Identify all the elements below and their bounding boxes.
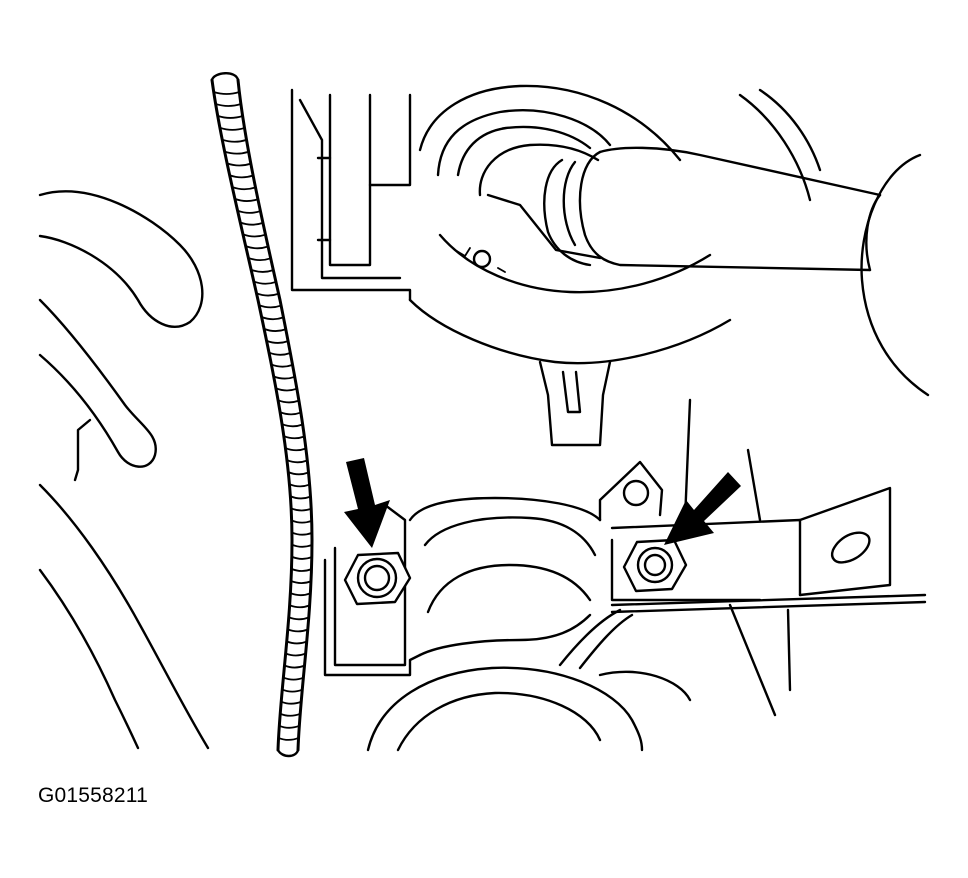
loom-rib: [288, 604, 311, 609]
loom-rib: [286, 459, 309, 464]
left-bolt: [343, 551, 412, 606]
loom-rib: [275, 387, 298, 392]
loom-rib: [279, 411, 302, 416]
loom-rib: [265, 339, 290, 344]
loom-rib: [291, 543, 313, 548]
loom-rib: [289, 592, 312, 597]
loom-rib: [233, 197, 259, 202]
loom-rib: [277, 737, 300, 741]
loom-rib: [280, 700, 303, 705]
loom-rib: [278, 724, 301, 729]
mounting-bracket: [323, 398, 927, 717]
loom-rib: [287, 471, 310, 476]
loom-rib: [214, 103, 242, 107]
loom-rib: [258, 304, 283, 309]
arrow-down-pointer-icon: [344, 458, 390, 548]
column-housing: [290, 84, 822, 447]
loom-rib: [255, 292, 280, 297]
loom-rib: [283, 664, 306, 669]
left-hose-contours: [38, 190, 210, 750]
loom-rib: [228, 174, 255, 179]
loom-rib: [270, 363, 294, 368]
loom-rib: [216, 114, 244, 119]
loom-rib: [236, 209, 262, 214]
loom-rib: [290, 580, 312, 584]
loom-rib: [287, 616, 310, 621]
loom-rib: [239, 221, 264, 226]
loom-rib: [290, 519, 313, 524]
loom-rib: [268, 351, 292, 356]
loom-rib: [290, 507, 313, 512]
loom-rib: [284, 447, 307, 452]
loom-rib: [260, 316, 285, 321]
loom-rib: [219, 126, 246, 131]
loom-rib: [288, 483, 311, 488]
loom-rib: [252, 280, 277, 285]
loom-rib: [282, 676, 305, 681]
loom-rib: [212, 91, 241, 95]
loom-rib: [281, 688, 304, 693]
lower-round-component: [366, 666, 692, 752]
loom-rib: [286, 628, 309, 633]
loom-rib: [282, 435, 306, 440]
loom-rib: [221, 138, 248, 143]
loom-rib: [223, 150, 250, 155]
loom-rib: [281, 423, 304, 428]
right-bolt: [622, 538, 688, 593]
loom-rib: [247, 257, 272, 262]
loom-rib: [277, 399, 300, 404]
loom-rib: [231, 186, 257, 191]
loom-ribs: [212, 91, 313, 741]
corrugated-wire-loom: [210, 72, 314, 758]
figure-id-label: G01558211: [38, 784, 149, 807]
steering-shaft: [543, 146, 930, 397]
loom-rib: [272, 375, 296, 380]
loom-rib: [284, 652, 307, 657]
loom-rib: [285, 640, 308, 645]
loom-rib: [226, 162, 252, 167]
loom-rib: [263, 327, 287, 332]
loom-rib: [250, 268, 275, 273]
loom-rib: [289, 495, 312, 500]
loom-rib: [290, 555, 313, 560]
arrow-down-left-pointer-icon: [664, 472, 741, 545]
loom-rib: [290, 567, 313, 572]
loom-rib: [279, 712, 302, 717]
loom-rib: [291, 531, 313, 536]
loom-rib: [242, 233, 267, 238]
loom-rib: [244, 245, 269, 250]
